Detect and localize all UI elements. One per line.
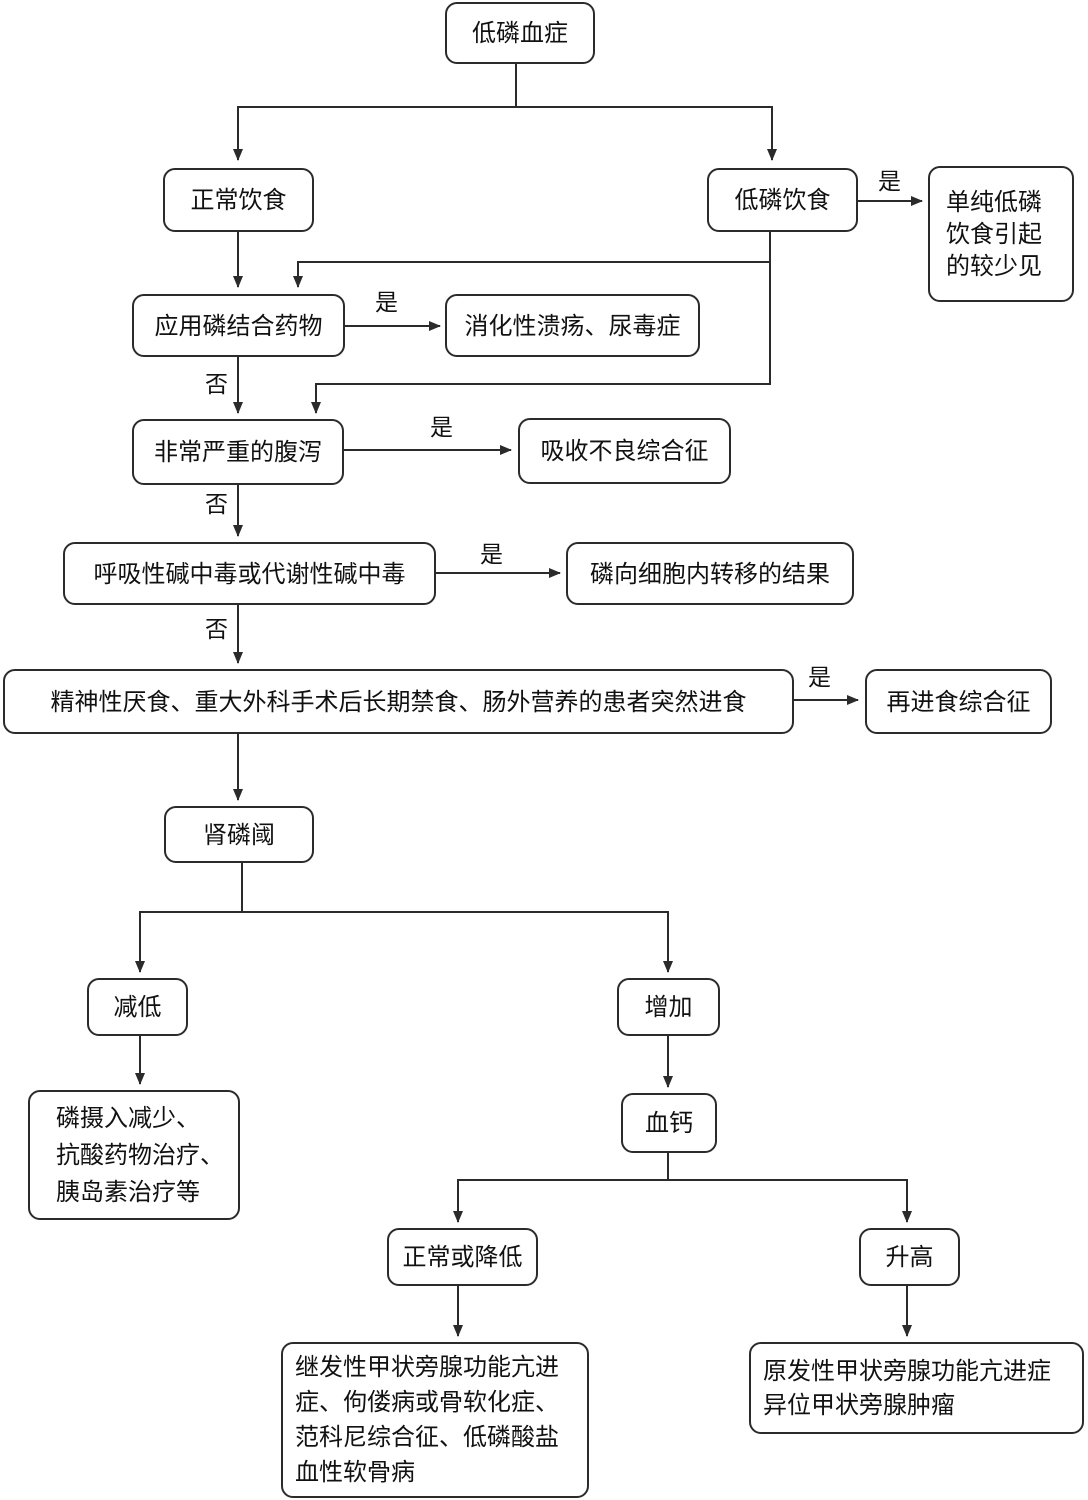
node-line: 单纯低磷 [946,188,1042,216]
edge-root-split [233,63,517,161]
node-label: 再进食综合征 [886,687,1031,716]
node-secondary-causes: 继发性甲状旁腺功能亢进 症、佝偻病或骨软化症、 范科尼综合征、低磷酸盐 血性软骨… [281,1342,589,1498]
node-label: 应用磷结合药物 [154,311,323,340]
edge-calcium-to-elevated [668,1179,912,1223]
node-normal-diet: 正常饮食 [163,168,314,232]
label-yes: 是 [430,415,453,441]
node-label: 磷向细胞内转移的结果 [590,559,830,588]
node-line: 饮食引起 [946,220,1042,248]
node-intracellular-shift: 磷向细胞内转移的结果 [566,542,854,605]
node-primary-causes: 原发性甲状旁腺功能亢进症 异位甲状旁腺肿瘤 [749,1342,1084,1434]
node-line: 血性软骨病 [295,1458,415,1486]
label-yes: 是 [480,542,503,568]
node-refeeding-syndrome: 再进食综合征 [865,669,1052,734]
label-yes: 是 [878,169,901,195]
node-decreased-causes: 磷摄入减少、 抗酸药物治疗、 胰岛素治疗等 [28,1090,240,1220]
node-label: 增加 [644,993,693,1021]
label-no: 否 [205,372,228,398]
label-yes: 是 [375,290,398,316]
node-renal-phosphate-threshold: 肾磷阈 [164,806,314,863]
edge-threshold-to-increased [242,911,673,973]
node-line: 症、佝偻病或骨软化症、 [295,1388,559,1416]
node-hypophosphatemia: 低磷血症 [445,2,595,64]
node-label: 肾磷阈 [203,820,275,849]
node-label: 正常饮食 [190,186,287,214]
node-line: 胰岛素治疗等 [56,1177,200,1206]
node-elevated: 升高 [859,1228,960,1286]
node-line: 的较少见 [946,252,1042,280]
node-line: 磷摄入减少、 [56,1103,200,1132]
node-line: 原发性甲状旁腺功能亢进症 [763,1357,1051,1385]
label-no: 否 [205,617,228,643]
node-label: 精神性厌食、重大外科手术后长期禁食、肠外营养的患者突然进食 [50,687,747,716]
node-blood-calcium: 血钙 [621,1093,717,1153]
node-label: 低磷饮食 [734,186,831,214]
node-label: 呼吸性碱中毒或代谢性碱中毒 [93,559,406,588]
node-label: 正常或降低 [402,1243,523,1271]
node-label: 低磷血症 [472,19,568,47]
label-no: 否 [205,492,228,518]
edge-calcium-split [453,1153,669,1223]
node-simple-low-phosphate-diet: 单纯低磷 饮食引起 的较少见 [928,166,1074,302]
node-label: 减低 [113,993,162,1021]
edge-lowdiet-to-diarrhea [311,262,771,414]
node-label: 血钙 [645,1109,693,1137]
node-phosphate-binder: 应用磷结合药物 [132,294,345,357]
edge-root-to-lowdiet [516,106,777,161]
node-label: 非常严重的腹泻 [154,438,322,466]
node-malabsorption: 吸收不良综合征 [518,418,731,484]
node-peptic-ulcer-uremia: 消化性溃疡、尿毒症 [445,294,700,357]
node-normal-or-decreased: 正常或降低 [387,1228,538,1286]
node-decreased: 减低 [87,978,188,1036]
node-line: 抗酸药物治疗、 [56,1140,224,1169]
node-low-phosphate-diet: 低磷饮食 [707,168,858,232]
label-yes: 是 [808,665,831,691]
node-line: 继发性甲状旁腺功能亢进 [295,1353,559,1381]
node-label: 吸收不良综合征 [540,437,709,465]
node-alkalosis: 呼吸性碱中毒或代谢性碱中毒 [63,542,436,605]
edge-threshold-split [135,863,243,973]
node-line: 异位甲状旁腺肿瘤 [763,1391,955,1419]
node-label: 消化性溃疡、尿毒症 [464,311,681,340]
edge-lowdiet-to-binder [293,230,771,288]
node-severe-diarrhea: 非常严重的腹泻 [132,419,344,485]
node-refeeding-condition: 精神性厌食、重大外科手术后长期禁食、肠外营养的患者突然进食 [3,669,794,734]
node-line: 范科尼综合征、低磷酸盐 [295,1423,559,1451]
node-increased: 增加 [617,978,720,1036]
node-label: 升高 [885,1243,934,1271]
